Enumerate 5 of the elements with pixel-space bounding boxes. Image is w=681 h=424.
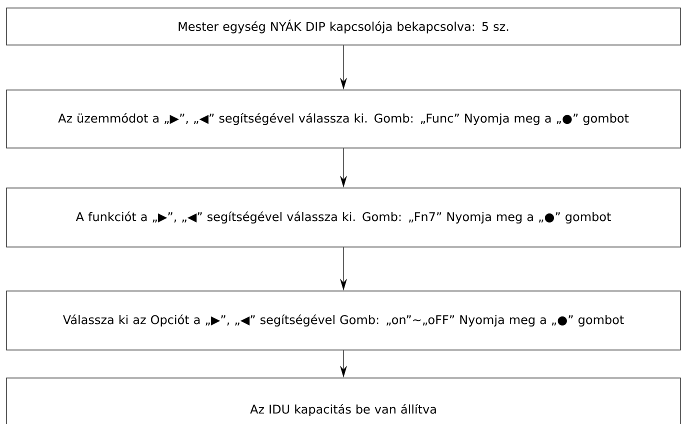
process-box: Az üzemmódot a „▶”, „◀” segítségével válassza ki. Gomb: „Func” Nyomja meg a „●” gombot [6,90,681,148]
process-box: Mester egység NYÁK DIP kapcsolója bekapcsolva: 5 sz. [6,8,681,46]
process-box: Az IDU kapacitás be van állítva [6,378,681,424]
process-box: A funkciót a „▶”, „◀” segítségével válassza ki. Gomb: „Fn7” Nyomja meg a „●” gombot [6,188,681,248]
process-box: Válassza ki az Opciót a „▶”, „◀” segítségével Gomb: „on”~„oFF” Nyomja meg a „●” gombot [6,290,681,350]
